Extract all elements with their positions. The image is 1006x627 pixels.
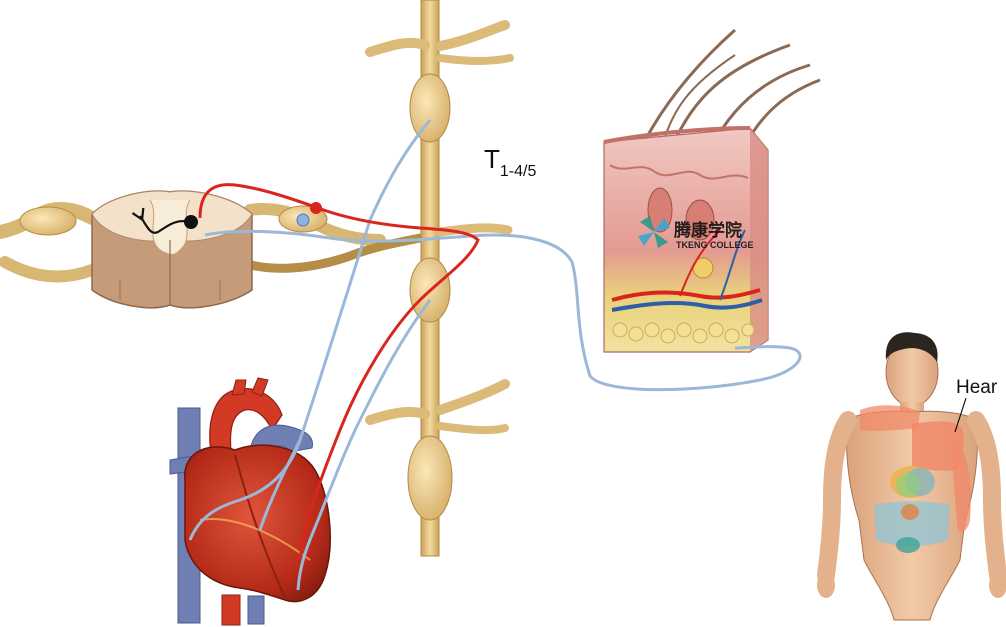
- heart: [169, 377, 331, 626]
- visceral-afferent-fiber-blue: [188, 119, 802, 591]
- spinal-cord-section: [91, 190, 253, 309]
- watermark-cn-text: 腾康学院: [674, 220, 742, 240]
- heart-label: Hear: [956, 377, 998, 398]
- pinwheel-icon: [638, 216, 670, 248]
- sympathetic-trunk: [365, 0, 514, 557]
- segment-label: T1-4/5: [484, 144, 536, 180]
- segment-label-sub: 1-4/5: [500, 163, 537, 180]
- spinal-nerve-roots: [0, 202, 425, 283]
- human-body-figure: [817, 332, 1006, 621]
- dorsal-root-ganglion-marker: [296, 213, 310, 227]
- watermark-logo: 腾康学院 TKENG COLLEGE: [638, 216, 754, 250]
- skin-section: [603, 28, 821, 353]
- somatic-afferent-fiber-red: [198, 183, 480, 561]
- watermark-en-text: TKENG COLLEGE: [676, 240, 754, 250]
- segment-label-main: T: [484, 144, 500, 174]
